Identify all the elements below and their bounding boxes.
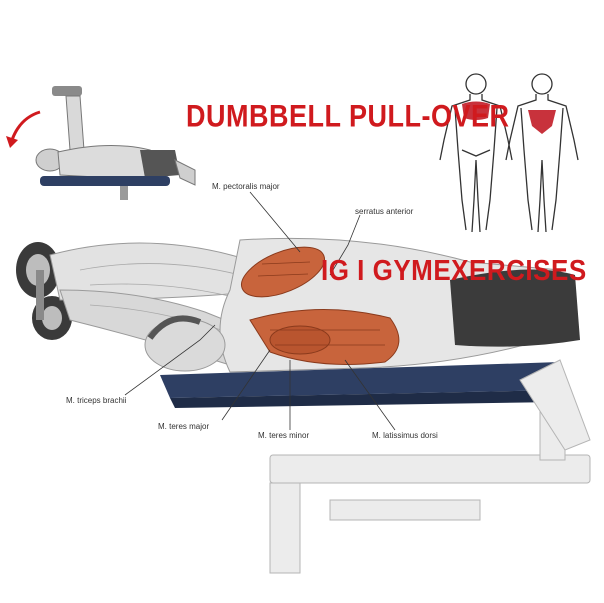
- legs: [174, 159, 196, 186]
- exercise-title: DUMBBELL PULL-OVER: [186, 99, 510, 134]
- rotation-arrow-icon: [10, 110, 41, 141]
- hair: [147, 315, 202, 340]
- watermark-text: IG I GYMEXERCISES: [321, 253, 587, 287]
- raised-arms: [65, 95, 85, 151]
- arrow-head-icon: [6, 136, 18, 148]
- dumbbell: [16, 242, 72, 340]
- bench-small: [40, 176, 170, 186]
- pectoralis-muscle: [241, 246, 325, 298]
- teres-muscle: [269, 325, 331, 355]
- body-map-back: [505, 73, 579, 233]
- label-serratus-anterior: serratus anterior: [355, 207, 414, 216]
- bench-pad: [160, 362, 565, 398]
- label-triceps-brachii: M. triceps brachii: [66, 396, 127, 405]
- start-position-figure: [6, 86, 196, 200]
- shorts: [450, 269, 580, 347]
- label-teres-major: M. teres major: [158, 422, 210, 431]
- body-map-front: [439, 73, 513, 233]
- label-teres-minor: M. teres minor: [258, 431, 310, 440]
- shorts: [140, 150, 180, 178]
- dumbbell-icon: [52, 86, 82, 96]
- label-pectoralis-major: M. pectoralis major: [212, 182, 280, 191]
- label-latissimus-dorsi: M. latissimus dorsi: [372, 431, 438, 440]
- leader-lines: [124, 191, 396, 431]
- bench-frame: [269, 359, 591, 574]
